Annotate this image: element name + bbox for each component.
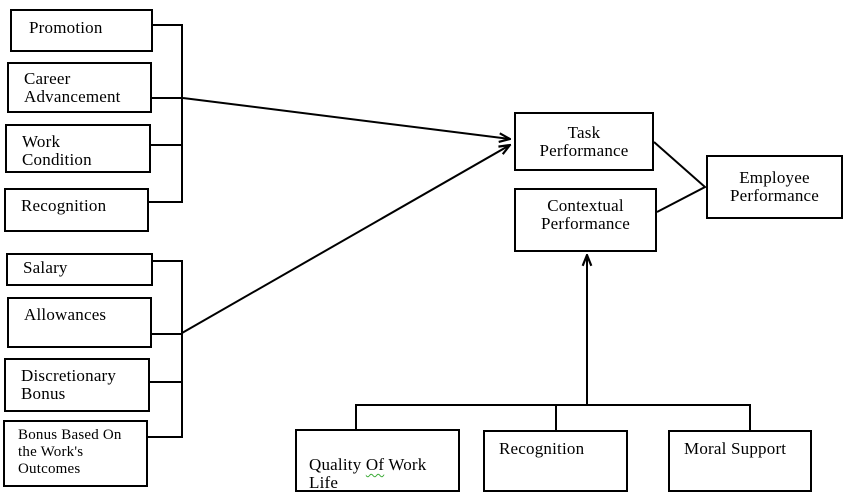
box-recognition-bottom: Recognition	[483, 430, 628, 492]
arrow-top-group-to-task	[182, 97, 510, 139]
box-salary: Salary	[6, 253, 153, 286]
quality-label-post: Work Life	[309, 455, 427, 492]
box-bonus-based-on-outcomes: Bonus Based On the Work's Outcomes	[3, 420, 148, 487]
box-career-advancement: Career Advancement	[7, 62, 152, 113]
quality-label-flagged-word: Of	[365, 455, 385, 474]
box-allowances: Allowances	[7, 297, 152, 348]
box-discretionary-bonus: Discretionary Bonus	[4, 358, 150, 412]
box-moral-support: Moral Support	[668, 430, 812, 492]
box-promotion: Promotion	[10, 9, 153, 52]
bottom-connector	[355, 404, 751, 430]
arrow-bottom-group-to-task	[181, 145, 510, 334]
top-group-bracket	[149, 24, 183, 203]
bottom-group-bracket	[148, 260, 183, 438]
box-work-condition: Work Condition	[5, 124, 151, 173]
box-quality-of-work-life: Quality Of Work Life	[295, 429, 460, 492]
box-task-performance: Task Performance	[514, 112, 654, 171]
box-recognition-left: Recognition	[4, 188, 149, 232]
performance-to-employee-lines	[653, 141, 707, 213]
quality-label-pre: Quality	[309, 455, 366, 474]
box-employee-performance: Employee Performance	[706, 155, 843, 219]
box-contextual-performance: Contextual Performance	[514, 188, 657, 252]
